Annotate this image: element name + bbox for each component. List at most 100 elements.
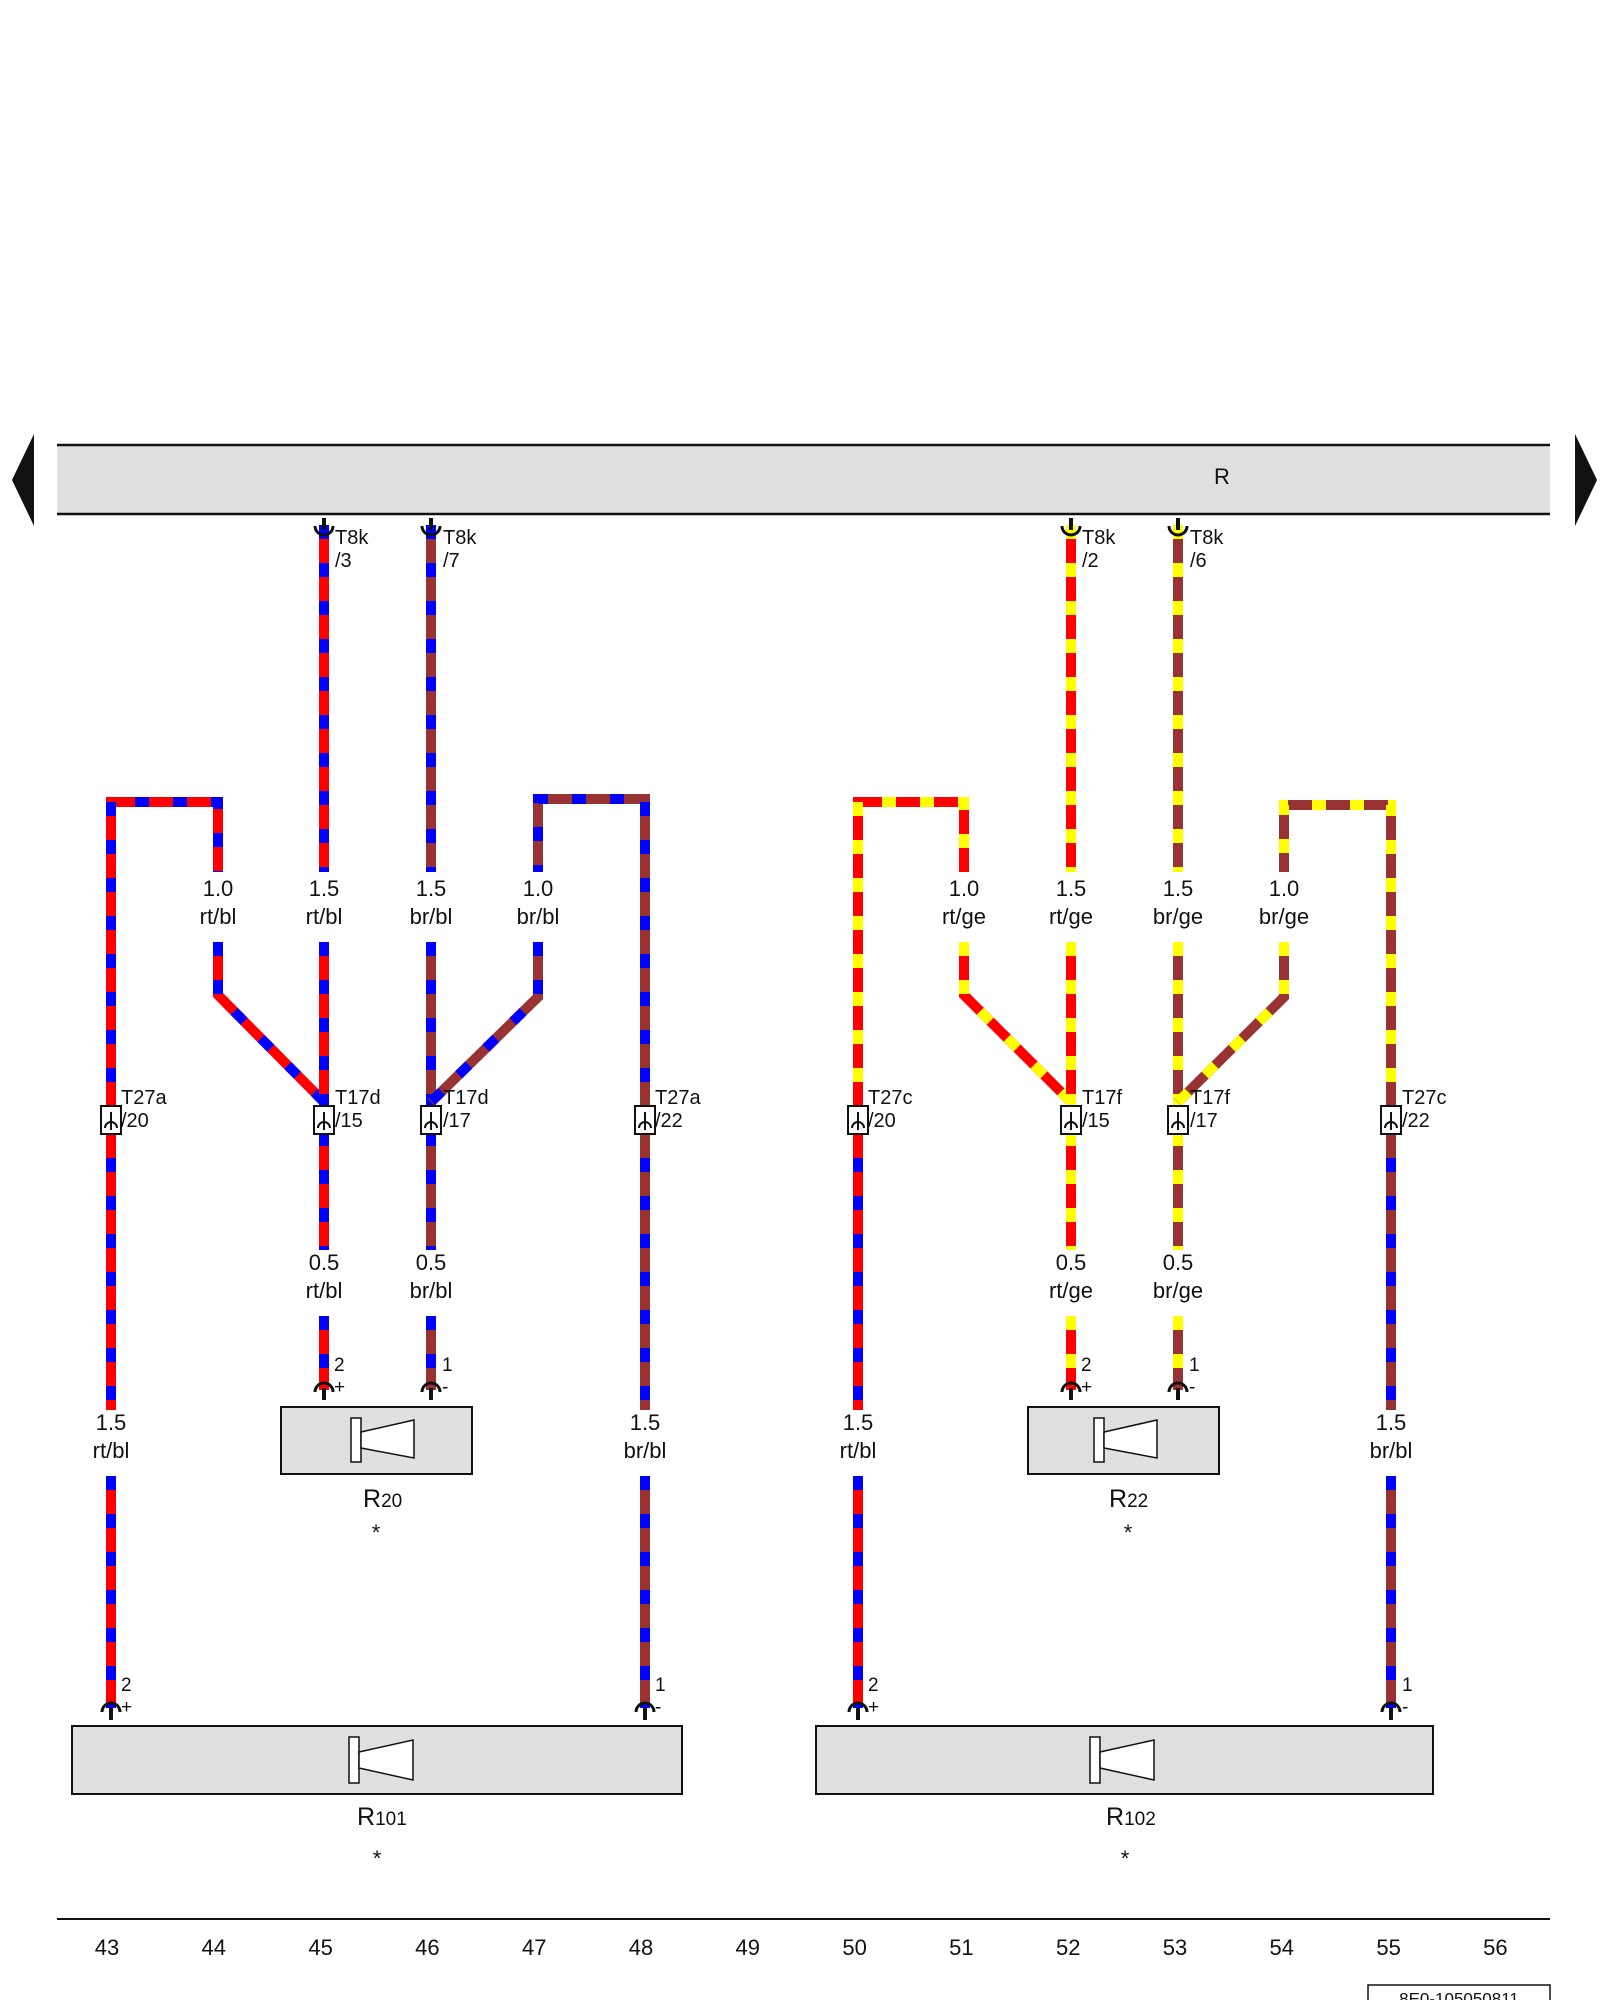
speaker-pin-r102-plus-icon (847, 1701, 869, 1720)
svg-text:1.0: 1.0 (203, 876, 234, 901)
connector-t27c-22-icon (1380, 1105, 1402, 1135)
svg-text:T8k: T8k (1190, 527, 1224, 549)
mid-connector-t27a-22: T27a /22 (655, 1087, 701, 1132)
svg-text:/15: /15 (1082, 1110, 1110, 1132)
svg-text:0.5: 0.5 (1056, 1250, 1087, 1275)
svg-text:/2: /2 (1082, 550, 1099, 572)
svg-text:br/bl: br/bl (410, 1278, 453, 1303)
svg-text:/22: /22 (1402, 1110, 1430, 1132)
connector-t17f-15-icon (1060, 1105, 1082, 1135)
connector-pin-t8k-7-icon (420, 518, 442, 537)
reference-number: 8E0-105050811 (1399, 1989, 1519, 2000)
svg-text:T8k: T8k (1082, 527, 1116, 549)
reference-box (1367, 1984, 1551, 2000)
svg-text:/20: /20 (121, 1110, 149, 1132)
svg-text:rt/ge: rt/ge (1049, 1278, 1093, 1303)
wire-label-upper-5: 1.0 rt/ge (942, 876, 986, 929)
pin-r22-minus: 1 - (1189, 1355, 1200, 1398)
column-number-44: 44 (202, 1935, 226, 1960)
wire-label-lower-3: 1.5 rt/bl (840, 1410, 877, 1463)
svg-text:br/bl: br/bl (1370, 1438, 1413, 1463)
column-number-54: 54 (1270, 1935, 1294, 1960)
mid-connector-t17f-15: T17f /15 (1082, 1087, 1122, 1132)
left-arrow-icon[interactable] (12, 434, 34, 526)
speaker-r20-icon-cone (360, 1419, 415, 1459)
connector-t27c-20-icon (847, 1105, 869, 1135)
svg-text:1.0: 1.0 (523, 876, 554, 901)
column-number-51: 51 (949, 1935, 973, 1960)
wire-label-upper-1: 1.0 rt/bl (200, 876, 237, 929)
svg-text:rt/bl: rt/bl (840, 1438, 877, 1463)
svg-text:0.5: 0.5 (309, 1250, 340, 1275)
connector-t17d-17-icon (420, 1105, 442, 1135)
svg-text:-: - (655, 1697, 661, 1718)
svg-text:1.5: 1.5 (309, 876, 340, 901)
component-r20-note: * (372, 1520, 381, 1545)
wire-label-middle-2: 0.5 br/bl (410, 1250, 453, 1303)
component-r22-note: * (1124, 1520, 1133, 1545)
column-number-48: 48 (629, 1935, 653, 1960)
svg-text:/20: /20 (868, 1110, 896, 1132)
svg-text:br/bl: br/bl (517, 904, 560, 929)
column-number-52: 52 (1056, 1935, 1080, 1960)
svg-text:+: + (1081, 1377, 1092, 1398)
speaker-pin-r22-minus-icon (1167, 1381, 1189, 1400)
wire-label-middle-3: 0.5 rt/ge (1049, 1250, 1093, 1303)
component-r20-label: R20 (363, 1485, 402, 1513)
header-bar (57, 445, 1550, 514)
connector-t27a-22-icon (634, 1105, 656, 1135)
svg-text:T17d: T17d (335, 1087, 381, 1109)
svg-text:T8k: T8k (443, 527, 477, 549)
svg-text:1.5: 1.5 (630, 1410, 661, 1435)
wire-label-middle-1: 0.5 rt/bl (306, 1250, 343, 1303)
svg-text:2: 2 (121, 1675, 132, 1696)
svg-text:1.5: 1.5 (96, 1410, 127, 1435)
svg-text:1: 1 (655, 1675, 666, 1696)
header-bar-label: R (1214, 464, 1230, 489)
wire-label-lower-2: 1.5 br/bl (624, 1410, 667, 1463)
mid-connector-t27c-20: T27c /20 (868, 1087, 912, 1132)
svg-text:-: - (1402, 1697, 1408, 1718)
connector-t27a-20-icon (100, 1105, 122, 1135)
svg-text:/7: /7 (443, 550, 460, 572)
speaker-r102-icon-cone (1099, 1739, 1155, 1781)
wire-label-upper-3: 1.5 br/bl (410, 876, 453, 929)
svg-text:1.5: 1.5 (1376, 1410, 1407, 1435)
top-connector-t8k-3: T8k /3 (335, 527, 369, 572)
svg-text:2: 2 (334, 1355, 345, 1376)
svg-text:/15: /15 (335, 1110, 363, 1132)
connector-pin-t8k-2-icon (1060, 518, 1082, 537)
svg-text:2: 2 (1081, 1355, 1092, 1376)
svg-text:T27c: T27c (868, 1087, 912, 1109)
speaker-r102 (815, 1725, 1434, 1795)
top-connector-t8k-6: T8k /6 (1190, 527, 1224, 572)
column-number-47: 47 (522, 1935, 546, 1960)
speaker-r102-icon-magnet (1089, 1736, 1101, 1784)
speaker-pin-r101-minus-icon (634, 1701, 656, 1720)
svg-text:1.5: 1.5 (416, 876, 447, 901)
wire-44-diagonal (213, 942, 328, 1106)
mid-connector-t27a-20: T27a /20 (121, 1087, 167, 1132)
right-arrow-icon[interactable] (1575, 434, 1597, 526)
speaker-pin-r102-minus-icon (1380, 1701, 1402, 1720)
svg-text:rt/ge: rt/ge (1049, 904, 1093, 929)
svg-text:1.0: 1.0 (1269, 876, 1300, 901)
svg-text:-: - (1189, 1377, 1195, 1398)
wire-label-upper-4: 1.0 br/bl (517, 876, 560, 929)
component-r102-label: R102 (1106, 1803, 1156, 1831)
speaker-pin-r20-plus-icon (313, 1381, 335, 1400)
speaker-pin-r20-minus-icon (420, 1381, 442, 1400)
svg-text:br/bl: br/bl (624, 1438, 667, 1463)
speaker-r22-icon-cone (1103, 1419, 1158, 1459)
speaker-r22-icon-magnet (1093, 1417, 1105, 1463)
svg-text:/3: /3 (335, 550, 352, 572)
svg-text:/17: /17 (1190, 1110, 1218, 1132)
wire-label-lower-4: 1.5 br/bl (1370, 1410, 1413, 1463)
speaker-pin-r22-plus-icon (1060, 1381, 1082, 1400)
speaker-r101-icon-magnet (348, 1736, 360, 1784)
component-r101-label: R101 (357, 1803, 407, 1831)
svg-text:br/ge: br/ge (1153, 904, 1203, 929)
component-r101-note: * (373, 1846, 382, 1871)
wire-loop-48-47 (533, 794, 650, 1120)
